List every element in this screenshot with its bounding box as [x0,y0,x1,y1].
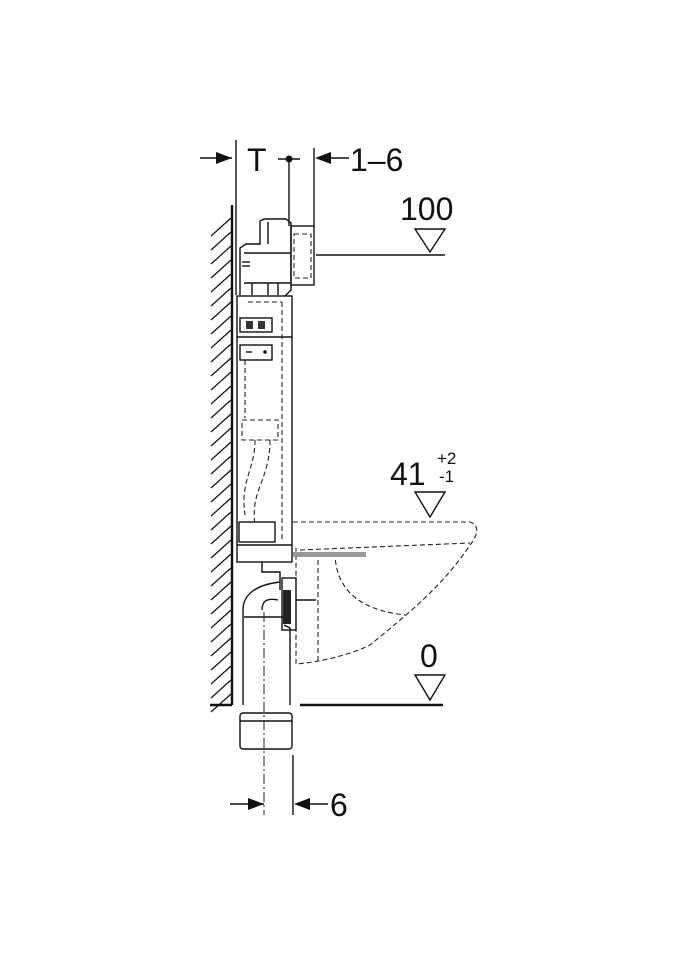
wall-hatch-line [210,343,232,363]
wall-hatch-line [210,511,232,531]
wall-hatch-line [210,245,232,265]
wall-hatch-line [210,609,232,629]
wall-hatch-line [210,357,232,377]
wall-hatch-line [210,413,232,433]
drain-offset-dimension [230,755,328,815]
wall-hatch-line [210,567,232,587]
wall-hatch-line [210,441,232,461]
wall-hatch-line [210,497,232,517]
frame [236,295,293,590]
tolerance-minus: -1 [439,467,454,486]
wall-hatch-line [210,315,232,335]
wall-hatch-line [210,217,232,237]
level-41-label: 41 [390,456,426,492]
wall-hatch-line [210,539,232,559]
wall-hatch-line [210,287,232,307]
wall-hatch-line [210,595,232,615]
depth-label: T [247,142,267,178]
wall-hatch-line [210,455,232,475]
wall-hatch-line [210,301,232,321]
wall-hatch-line [210,371,232,391]
level-100-marker [316,228,447,256]
wall-hatch-line [210,259,232,279]
wall-hatch-line [210,553,232,573]
wall-hatch-line [210,665,232,685]
wall-hatch-line [210,483,232,503]
plate-offset-label: 1–6 [350,142,403,178]
wall-hatch-line [210,679,232,699]
wall-hatch-line [210,231,232,251]
wall-hatch-line [210,651,232,671]
drain-offset-label: 6 [330,787,348,823]
drain-bend [242,577,316,705]
wall-hatch-line [210,693,232,713]
wall-hatch-line [210,273,232,293]
level-41-marker [413,491,447,519]
wall-hatch-line [210,581,232,601]
wall-hatch-line [210,525,232,545]
level-0-label: 0 [420,638,438,674]
drain-connector [239,712,293,750]
tolerance-plus: +2 [437,449,456,468]
depth-dimension [200,140,349,295]
wall-hatch-line [210,399,232,419]
wall [210,205,234,713]
wall-hatch-line [210,637,232,657]
wall-hatch-line [210,469,232,489]
wall-hatch-line [210,623,232,643]
wc-bowl [293,521,478,665]
wall-hatch-line [210,329,232,349]
wall-hatch-line [210,385,232,405]
wall-hatch-line [210,427,232,447]
flush-plate [290,225,315,286]
level-100-label: 100 [400,191,453,227]
level-0-marker [413,674,447,702]
cistern-top [239,218,292,297]
